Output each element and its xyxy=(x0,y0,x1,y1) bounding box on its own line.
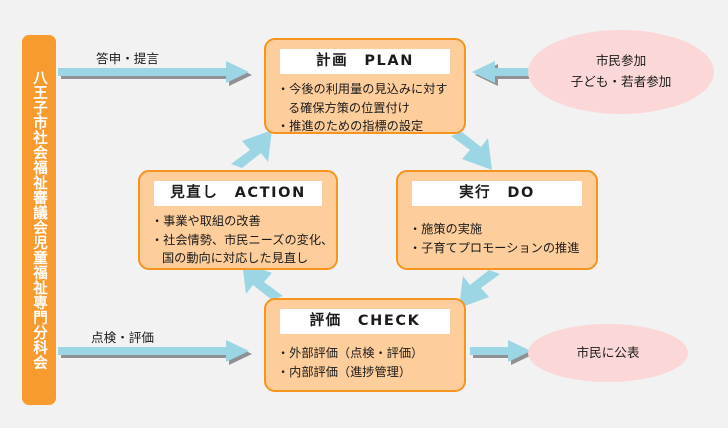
pdca-box-action: 見直し ACTION ・事業や取組の改善 ・社会情勢、市民ニーズの変化、 国の動… xyxy=(138,170,338,270)
pdca-line: ・社会情勢、市民ニーズの変化、 xyxy=(151,232,334,247)
arrow-council-to-check xyxy=(58,340,252,365)
ellipse-publish: 市民に公表 xyxy=(528,324,688,382)
pdca-line: ・施策の実施 xyxy=(409,222,483,236)
council-bar: 八王子市社会福祉審議会児童福祉専門分科会 xyxy=(22,35,56,405)
ellipse-line: 市民に公表 xyxy=(576,344,640,360)
pdca-title-plan: 計画 PLAN xyxy=(280,49,450,74)
pdca-line: ・今後の利用量の見込みに対す xyxy=(277,82,448,96)
pdca-line: 国の動向に対応した見直し xyxy=(162,251,309,266)
arrow-label-tenken: 点検・評価 xyxy=(91,330,154,345)
arrow-action-to-plan xyxy=(231,130,272,168)
pdca-line: ・子育てプロモーションの推進 xyxy=(409,240,580,255)
ellipse-text-wrap: 市民参加 子ども・若者参加 xyxy=(571,51,672,93)
pdca-box-do: 実行 DO ・施策の実施 ・子育てプロモーションの推進 xyxy=(396,170,598,270)
pdca-body-check: ・外部評価（点検・評価） ・内部評価（進捗管理） xyxy=(277,344,456,381)
pdca-title-check: 評価 CHECK xyxy=(280,309,450,334)
arrow-do-to-check xyxy=(459,270,500,308)
pdca-title-action: 見直し ACTION xyxy=(154,181,322,206)
pdca-box-plan: 計画 PLAN ・今後の利用量の見込みに対す る確保方策の位置付け ・推進のため… xyxy=(264,38,466,134)
arrow-label-toshin: 答申・提言 xyxy=(96,51,159,66)
pdca-line: ・外部評価（点検・評価） xyxy=(277,346,424,360)
pdca-title-do: 実行 DO xyxy=(412,181,582,206)
ellipse-line: 子ども・若者参加 xyxy=(570,74,672,89)
arrow-check-to-publish xyxy=(470,340,534,365)
pdca-body-action: ・事業や取組の改善 ・社会情勢、市民ニーズの変化、 国の動向に対応した見直し xyxy=(151,212,334,268)
ellipse-citizen-participation: 市民参加 子ども・若者参加 xyxy=(528,30,714,114)
council-label: 八王子市社会福祉審議会児童福祉専門分科会 xyxy=(31,70,47,370)
pdca-body-do: ・施策の実施 ・子育てプロモーションの推進 xyxy=(409,220,588,257)
pdca-line: ・推進のための指標の設定 xyxy=(277,119,424,134)
pdca-line: ・事業や取組の改善 xyxy=(151,214,261,228)
pdca-line: る確保方策の位置付け xyxy=(288,100,410,115)
ellipse-line: 市民参加 xyxy=(595,53,647,69)
pdca-line: ・内部評価（進捗管理） xyxy=(277,364,412,379)
pdca-body-plan: ・今後の利用量の見込みに対す る確保方策の位置付け ・推進のための指標の設定 xyxy=(277,80,456,136)
pdca-box-check: 評価 CHECK ・外部評価（点検・評価） ・内部評価（進捗管理） xyxy=(264,298,466,392)
arrow-plan-to-do xyxy=(451,132,492,170)
